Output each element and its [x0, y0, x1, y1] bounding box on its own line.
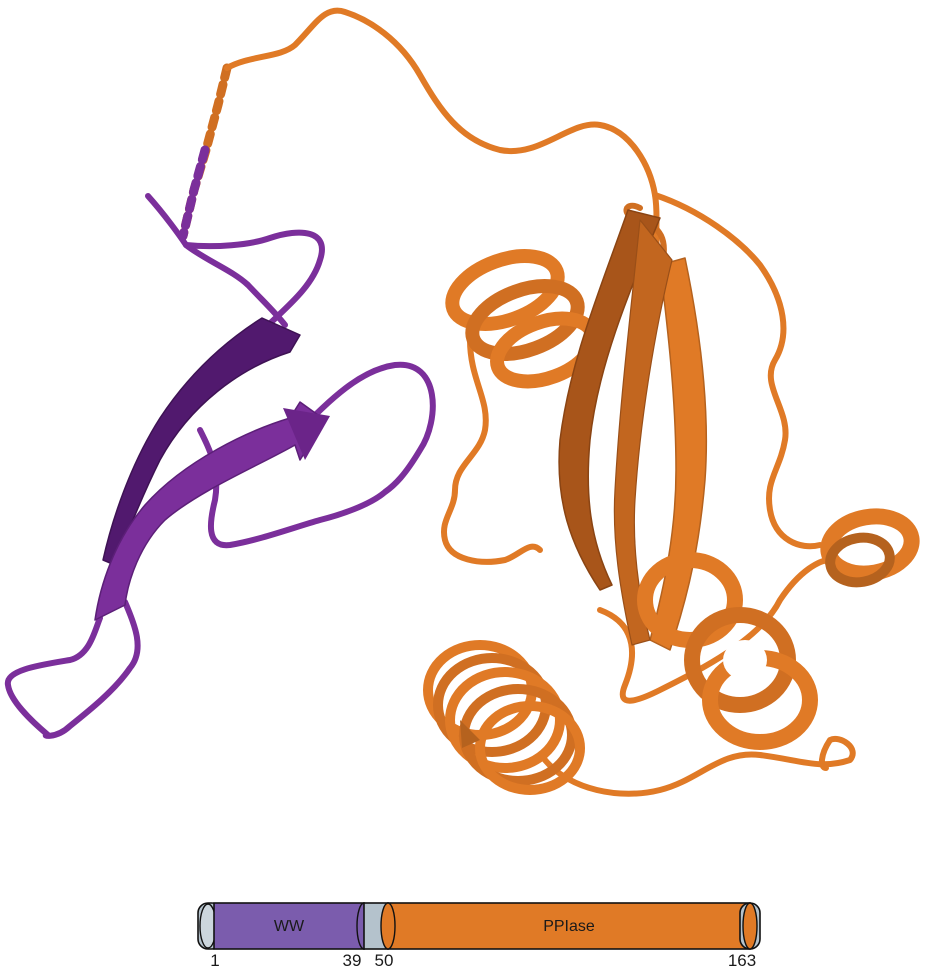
domain-label-ww: WW: [274, 918, 305, 935]
domain-label-ppiase: PPIase: [543, 918, 595, 935]
domain-segment-ww: WW: [214, 903, 371, 949]
bar-right-cap: [740, 903, 760, 949]
tick-label-39: 39: [343, 951, 362, 969]
tick-label-163: 163: [728, 951, 756, 969]
tick-label-50: 50: [375, 951, 394, 969]
tick-label-1: 1: [210, 951, 219, 969]
domain-segment-ppiase: PPIase: [381, 903, 750, 949]
